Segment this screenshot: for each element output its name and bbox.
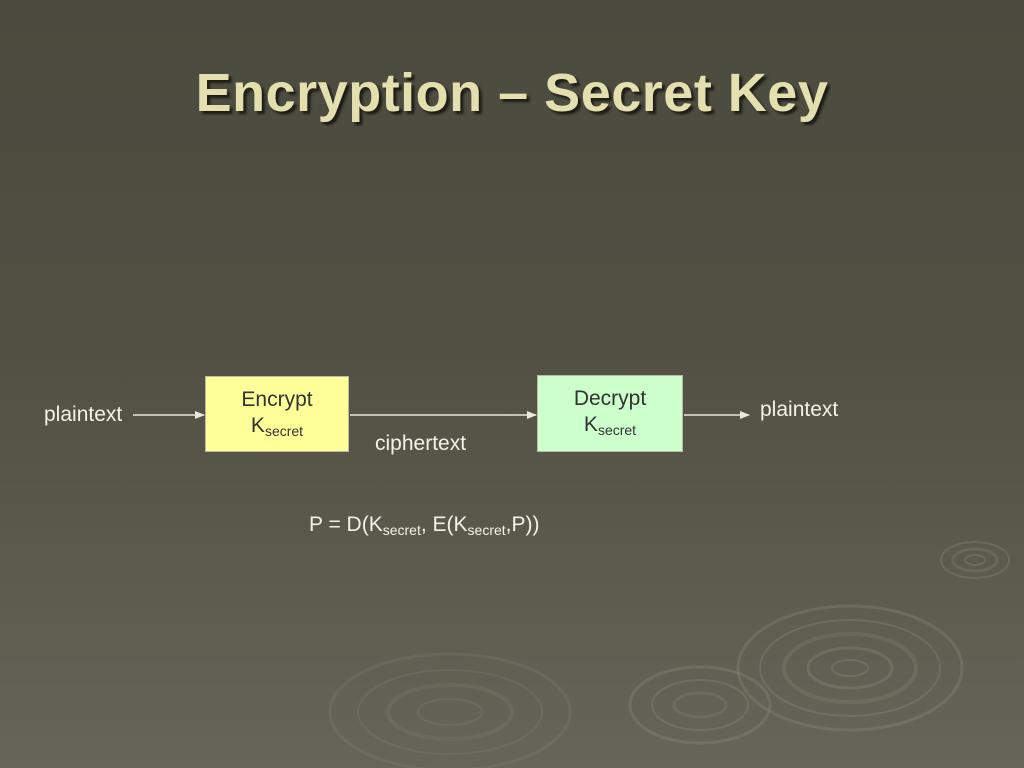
encrypt-box: Encrypt Ksecret (205, 376, 349, 452)
output-plaintext-label: plaintext (760, 398, 839, 421)
encrypt-label: Encrypt (241, 388, 313, 411)
ciphertext-label: ciphertext (375, 432, 467, 455)
decryption-formula: P = D(Ksecret, E(Ksecret,P)) (309, 513, 540, 538)
decrypt-key: Ksecret (583, 413, 637, 438)
slide-title: Encryption – Secret Key (195, 63, 829, 123)
input-plaintext-label: plaintext (44, 403, 123, 426)
decrypt-label: Decrypt (573, 387, 647, 410)
decrypt-box: Decrypt Ksecret (537, 375, 683, 452)
encrypt-key: Ksecret (250, 414, 304, 439)
